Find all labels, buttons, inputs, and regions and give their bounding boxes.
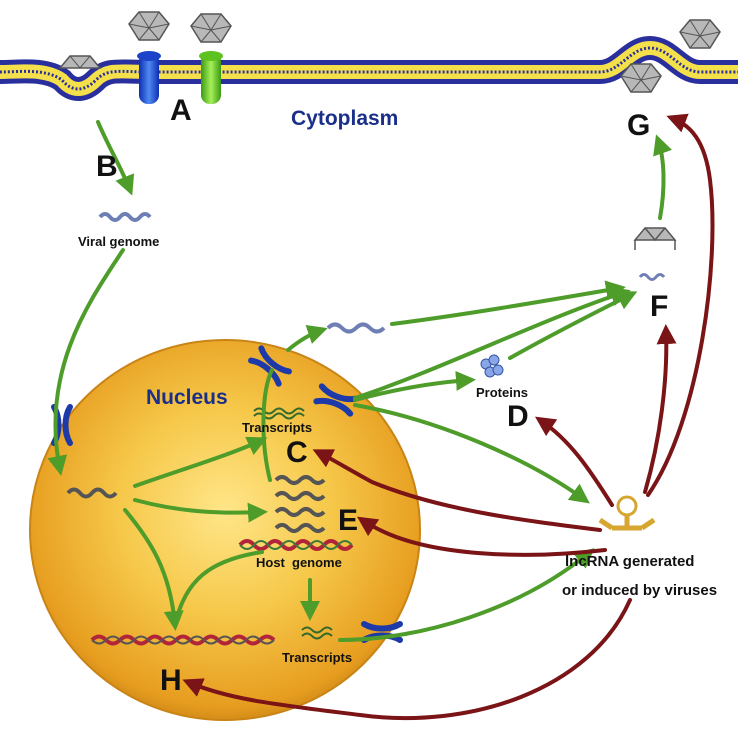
receptor-blue — [137, 51, 161, 104]
nucleus — [29, 339, 421, 721]
arrow-pore2-to-f — [353, 286, 631, 400]
nuclear-pore-icon — [313, 383, 359, 417]
virion-icon — [58, 55, 102, 69]
host-genome-label-line1: Host — [256, 555, 286, 570]
arrow-pore2-to-lncrna — [353, 403, 590, 504]
host-genome-icon — [238, 539, 354, 551]
virion-icon — [128, 11, 170, 41]
red-lncrna-to-f — [643, 324, 677, 494]
host-transcripts-icon — [301, 626, 333, 640]
viral-genome-label: Viral genome — [78, 234, 159, 249]
stage-label-h: H — [160, 664, 182, 697]
virion-icon — [679, 19, 721, 49]
red-lncrna-to-c — [312, 449, 602, 532]
host-genome-label-line2: genome — [292, 555, 342, 570]
capsid-assembly-icon — [633, 227, 677, 250]
transcripts-top-label: Transcripts — [242, 420, 312, 435]
arrow-nuc-genome-to-h — [123, 508, 184, 631]
virion-icon — [190, 13, 232, 43]
arrow-nuc-genome-to-transcripts — [133, 436, 268, 488]
arrow-genome-to-nucleus — [47, 248, 125, 476]
stage-label-e: E — [338, 504, 358, 537]
viral-genome-f-icon — [638, 273, 666, 281]
arrow-host-to-h — [173, 550, 264, 627]
stage-label-c: C — [286, 436, 308, 469]
lncrna-label-line2: or induced by viruses — [562, 582, 717, 599]
stage-label-d: D — [507, 400, 529, 433]
nucleus-label: Nucleus — [146, 386, 228, 409]
arrow-entry-to-genome — [96, 120, 135, 196]
receptor-green — [199, 51, 223, 104]
lncrna-label-line1: lncRNA generated — [565, 553, 694, 570]
red-lncrna-to-g — [646, 113, 715, 497]
stage-label-a: A — [170, 94, 192, 127]
red-arrows — [182, 113, 715, 721]
red-lncrna-to-e — [357, 516, 607, 557]
lncrna-structure-icon — [598, 495, 656, 531]
viral-genome-icon — [98, 212, 152, 222]
integrated-genome-icon — [274, 475, 326, 533]
arrow-pore2-to-proteins — [353, 370, 476, 402]
arrow-nuc-genome-to-integration — [133, 498, 268, 523]
stage-label-f: F — [650, 290, 668, 323]
cell-membrane — [0, 35, 738, 101]
integrated-host-genome-icon — [90, 634, 276, 646]
transcripts-bottom-label: Transcripts — [282, 650, 352, 665]
red-lncrna-to-h — [182, 598, 632, 721]
cytoplasm-label: Cytoplasm — [291, 107, 398, 130]
virion-icon — [620, 63, 662, 93]
red-lncrna-to-d — [535, 416, 614, 507]
stage-label-b: B — [96, 150, 118, 183]
arrow-pore-to-transcript — [286, 324, 328, 352]
arrow-proteins-to-f — [508, 291, 638, 360]
arrow-transcript-to-f — [390, 280, 626, 326]
proteins-icon — [480, 354, 504, 378]
viral-genome-nuclear-icon — [66, 487, 118, 499]
arrow-f-to-g — [653, 134, 673, 220]
arrow-transcripts-out — [338, 548, 595, 642]
stage-label-g: G — [627, 109, 650, 142]
proteins-label: Proteins — [476, 385, 528, 400]
nuclear-pore-icon — [248, 345, 292, 387]
arrow-export-up — [261, 368, 274, 482]
viral-transcript-icon — [326, 322, 386, 334]
green-arrows — [47, 120, 673, 642]
